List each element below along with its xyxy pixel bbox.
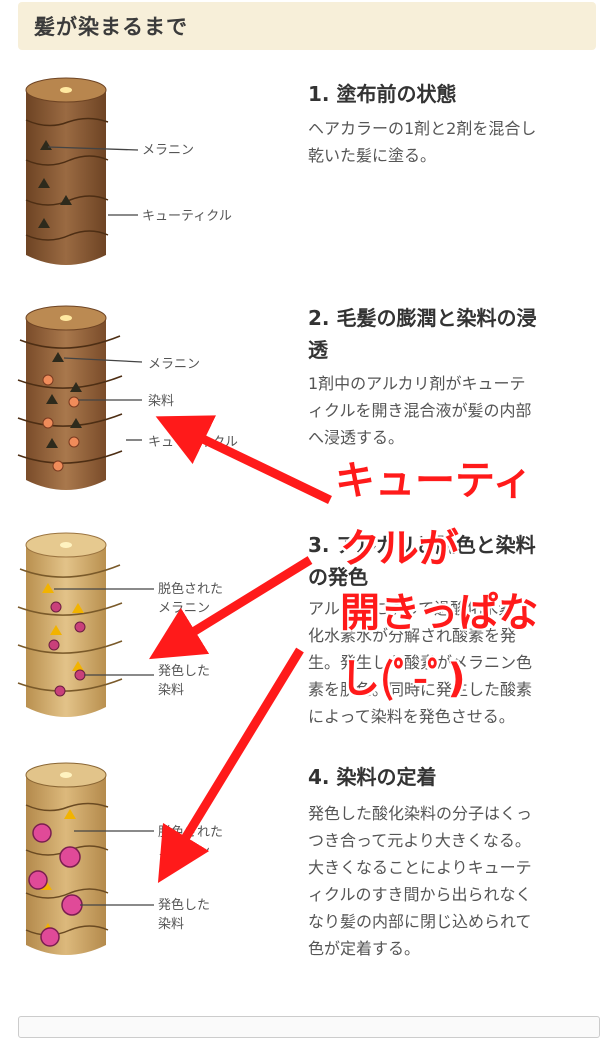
hair-illustration-2: メラニン 染料 キューティクル [17, 305, 238, 490]
label-melanin: メラニン [142, 143, 194, 158]
step-1: メラニン キューティクル 1. 塗布前の状態 ヘアカラーの1剤と2剤を混合し 乾… [0, 60, 615, 290]
step-4-desc: 発色した酸化染料の分子はくっ つき合って元より大きくなる。 大きくなることにより… [308, 804, 533, 958]
annotation-line-4: し(ﾟ-ﾟ) [340, 656, 466, 702]
next-section-box [18, 1016, 600, 1038]
hair-illustration-4: 脱色された メラニン 発色した 染料 [25, 762, 223, 955]
annotation-line-3: 開きっぱな [340, 590, 539, 636]
label-melanin: メラニン [158, 601, 210, 616]
label-dye: 染料 [158, 917, 184, 932]
annotation-line-2: クルが [340, 526, 459, 572]
step-3-desc: アルカリによって過酸化水素 化水素水が分解され酸素を発 生。発生した酸素がメラニ… [308, 599, 533, 726]
hair-illustration-3: 脱色された メラニン 発色した 染料 [17, 532, 223, 717]
step-4: 脱色された メラニン 発色した 染料 4. 染料の定着 発色した酸化染料の分子は… [0, 745, 615, 995]
step-2-desc: 1剤中のアルカリ剤がキューテ ィクルを開き混合液が髪の内部 へ浸透する。 [308, 374, 532, 447]
label-cuticle: キューティクル [148, 435, 238, 450]
step-1-desc: ヘアカラーの1剤と2剤を混合し 乾いた髪に塗る。 [308, 119, 537, 165]
hair-illustration-1: メラニン キューティクル [25, 77, 232, 265]
label-colored: 発色した [158, 663, 210, 679]
step-1-title: 1. 塗布前の状態 [308, 82, 457, 106]
step-2-title: 2. 毛髪の膨潤と染料の浸 透 [308, 306, 537, 362]
label-melanin: メラニン [158, 844, 210, 859]
label-cuticle: キューティクル [142, 209, 232, 224]
section-title: 髪が染まるまで [34, 15, 188, 39]
section-header: 髪が染まるまで [18, 2, 596, 50]
step-2: メラニン 染料 キューティクル 2. 毛髪の膨潤と染料の浸 透 1剤中のアルカリ… [0, 290, 615, 515]
label-colored: 発色した [158, 897, 210, 913]
label-melanin: メラニン [148, 357, 200, 372]
label-bleached: 脱色された [158, 824, 223, 840]
step-4-title: 4. 染料の定着 [308, 765, 437, 789]
step-3-title: 3. アルカリと脱色と染料 の発色 [308, 533, 536, 589]
annotation-line-1: キューティ [335, 458, 533, 504]
label-dye: 染料 [158, 683, 184, 698]
label-bleached: 脱色された [158, 581, 223, 597]
label-dye: 染料 [148, 394, 174, 409]
